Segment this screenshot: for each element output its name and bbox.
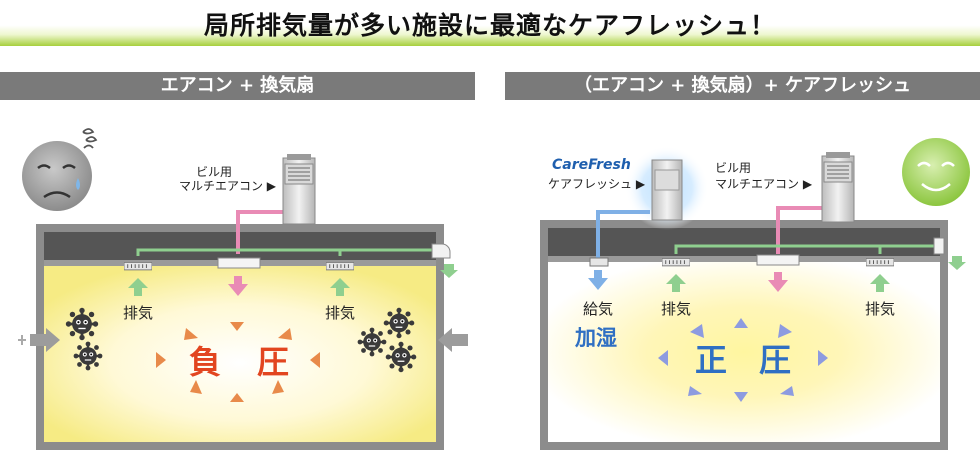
- right-exhaust-label-a: 排気: [661, 300, 691, 318]
- air-conditioner-unit-icon: [282, 154, 316, 225]
- germ-icon: [65, 307, 99, 341]
- brand-name: CareFresh: [552, 157, 631, 173]
- left-ac-label-1: ビル用: [196, 165, 232, 179]
- left-exhaust-arrows: [128, 278, 350, 296]
- right-pressure-char-2: 圧: [759, 341, 791, 379]
- supply-down-arrow: [588, 270, 608, 290]
- inflow-arrow-icon: [18, 328, 60, 352]
- right-ac-down-arrow: [768, 272, 788, 292]
- happy-face-icon: [902, 138, 970, 206]
- left-ac-down-arrow: [228, 276, 248, 296]
- left-ac-label-2: マルチエアコン ▶: [179, 179, 277, 193]
- germ-icon: [72, 341, 104, 371]
- left-pressure-char-2: 圧: [257, 343, 289, 381]
- left-pressure-char-1: 負: [189, 343, 221, 381]
- right-ac-label-2: マルチエアコン ▶: [715, 177, 813, 191]
- left-panel-heading: エアコン + 換気扇: [0, 72, 475, 100]
- left-panel: ビル用 マルチエアコン ▶ 排気 排気: [18, 128, 468, 450]
- right-ac-label-1: ビル用: [715, 161, 751, 175]
- title-band: [0, 0, 980, 46]
- right-exhaust-arrows: [666, 274, 890, 292]
- left-exhaust-label-b: 排気: [325, 304, 355, 322]
- humidify-label: 加湿: [574, 326, 617, 350]
- right-ceiling-void: [548, 228, 940, 256]
- left-pressure-arrows: [156, 322, 320, 402]
- carefresh-unit-icon: [651, 159, 683, 221]
- left-exhaust-label-a: 排気: [123, 304, 153, 322]
- sad-face-icon: [22, 128, 98, 211]
- right-room: [548, 262, 940, 442]
- left-outlet-arrows: [440, 264, 458, 278]
- right-exhaust-label-b: 排気: [865, 300, 895, 318]
- supply-label: 給気: [583, 300, 613, 318]
- germ-icon: [357, 327, 387, 357]
- right-pressure-arrows: [658, 318, 828, 402]
- right-pressure-char-1: 正: [695, 341, 727, 379]
- right-panel: CareFresh ケアフレッシュ ▶ ビル用 マルチエアコン ▶ 給気 排気 …: [540, 138, 970, 450]
- germ-icon: [383, 307, 415, 339]
- germ-icon: [385, 341, 417, 373]
- air-conditioner-unit-icon: [821, 152, 855, 223]
- page-title: 局所排気量が多い施設に最適なケアフレッシュ！: [203, 11, 776, 40]
- right-outlet-arrows: [948, 256, 966, 270]
- right-panel-heading: （エアコン + 換気扇）+ ケアフレッシュ: [505, 72, 980, 100]
- brand-sub-label: ケアフレッシュ ▶: [548, 177, 646, 191]
- inflow-arrow-icon: [438, 328, 468, 352]
